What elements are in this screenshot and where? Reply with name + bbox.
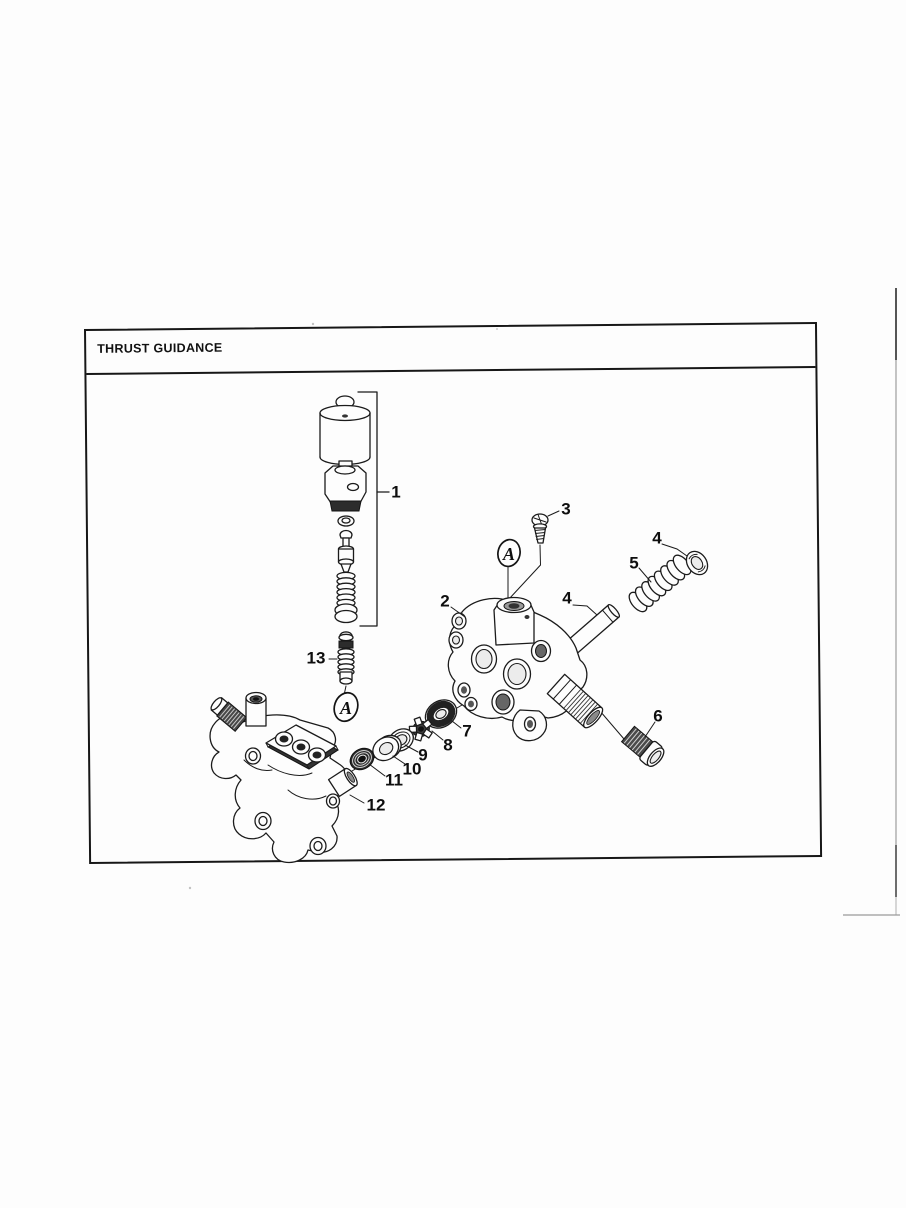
part-4-retainer-drawing [572, 543, 709, 616]
pump-body-mounting-holes [244, 747, 341, 856]
callout-7: 7 [462, 722, 471, 741]
part-1-spring [336, 571, 356, 608]
part-10-washer [372, 734, 402, 762]
callout-9: 9 [418, 746, 427, 765]
part-8-valve [408, 716, 433, 742]
part-12-pump-body-drawing [209, 691, 365, 864]
leader-part-2 [450, 606, 466, 618]
part-11-seal [349, 747, 375, 771]
manifold-outlet [546, 673, 604, 729]
callout-2: 2 [440, 592, 449, 611]
callout-labels: 1 2 3 4 4 5 6 7 8 9 10 11 12 13 A A [307, 483, 663, 815]
callout-4-rod: 4 [562, 589, 572, 608]
part-1-unloader-assembly-drawing [319, 391, 390, 627]
pump-body-piston-boss [327, 767, 358, 798]
callout-10: 10 [403, 760, 422, 779]
callout-3: 3 [561, 500, 570, 519]
part-6-plug-drawing [620, 721, 665, 767]
callout-13: 13 [307, 649, 326, 668]
part-2-manifold-drawing [447, 596, 604, 742]
callout-5: 5 [629, 554, 638, 573]
seal-stack-drawing [349, 699, 462, 777]
callout-12: 12 [367, 796, 386, 815]
callout-11: 11 [385, 771, 403, 790]
pump-body-valve-block [265, 724, 339, 770]
scan-artifacts [188, 288, 900, 916]
part-13-check-valve-drawing [328, 631, 355, 694]
part-5-spring-drawing [628, 554, 692, 613]
callout-8: 8 [443, 736, 452, 755]
callout-4-retainer: 4 [652, 529, 662, 548]
pump-body-vertical-port [245, 691, 267, 727]
marker-a-lower-label: A [339, 698, 352, 718]
detail-marker-a-lower [333, 691, 359, 723]
callout-1: 1 [391, 483, 400, 502]
marker-a-upper-label: A [502, 544, 515, 564]
callout-6: 6 [653, 707, 662, 726]
part-13-spring [337, 648, 355, 676]
pump-body-inlet-fitting [210, 697, 248, 733]
part-3-screw-drawing [508, 510, 560, 600]
